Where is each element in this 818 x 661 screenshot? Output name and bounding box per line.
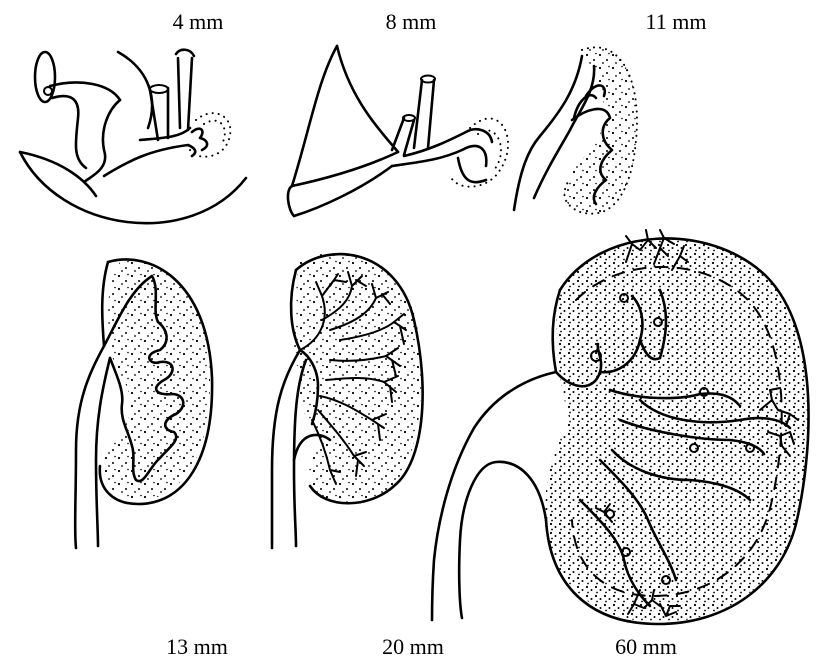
drawing-13mm	[75, 259, 212, 548]
drawing-20mm	[272, 252, 423, 548]
drawing-4mm	[20, 50, 246, 223]
stage-label-13mm: 13 mm	[166, 634, 228, 659]
stage-label-11mm: 11 mm	[646, 9, 707, 34]
stage-label-4mm: 4 mm	[173, 9, 224, 34]
stage-label-60mm: 60 mm	[615, 634, 677, 659]
drawing-11mm	[514, 47, 637, 213]
stage-label-8mm: 8 mm	[386, 9, 437, 34]
drawing-60mm	[432, 230, 809, 624]
drawing-8mm	[288, 46, 508, 216]
stage-label-20mm: 20 mm	[382, 634, 444, 659]
